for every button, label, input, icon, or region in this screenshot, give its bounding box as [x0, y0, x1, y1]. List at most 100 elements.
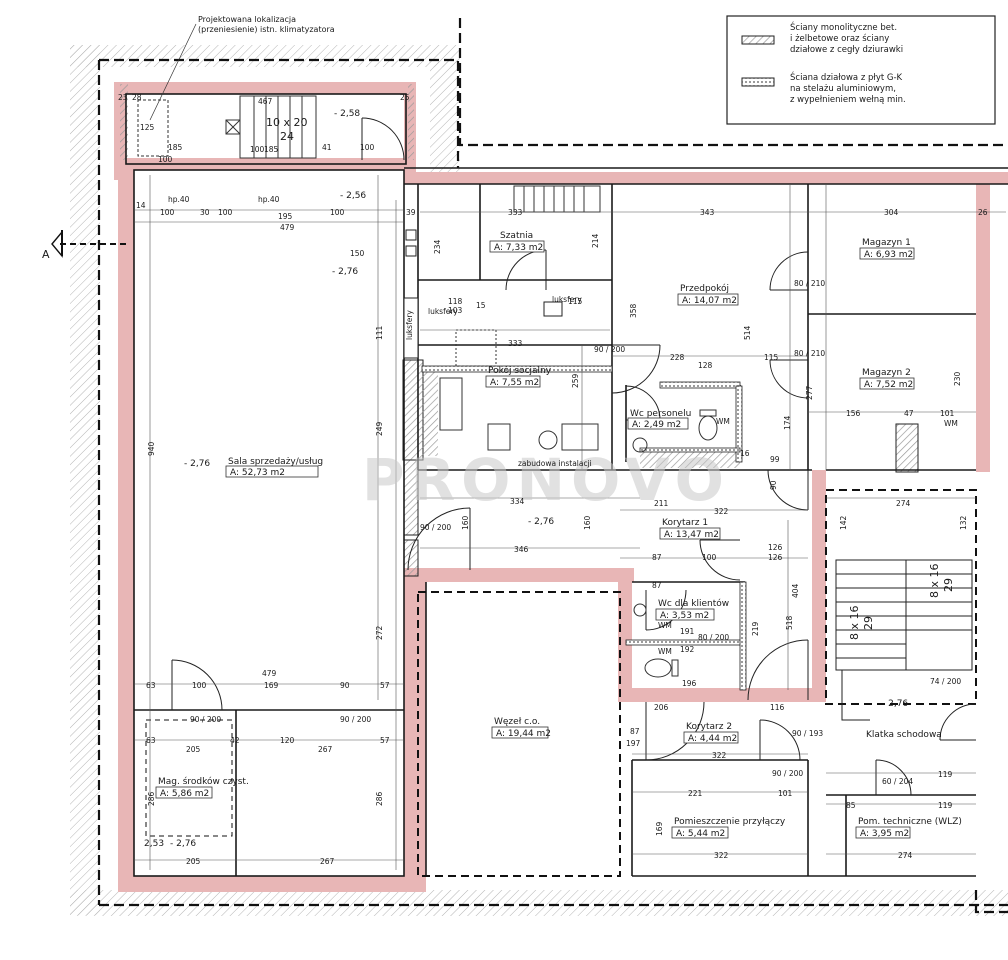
- dim: 119: [938, 770, 953, 779]
- room-area-magazyn1: A: 6,93 m2: [864, 250, 913, 260]
- dim: 100: [160, 208, 175, 217]
- dim: 191: [680, 627, 695, 636]
- dim: 160: [583, 515, 592, 530]
- dim: 219: [751, 621, 760, 636]
- dim: 358: [629, 303, 638, 318]
- dim: 277: [805, 385, 814, 400]
- dim: 160: [461, 515, 470, 530]
- dim: 322: [712, 751, 727, 760]
- level-3: - 2,76: [332, 267, 358, 277]
- label-wm-3: WM: [658, 647, 672, 656]
- dim: 334: [510, 497, 525, 506]
- dim: 128: [698, 361, 713, 370]
- room-name-korytarz2: Korytarz 2: [686, 722, 732, 732]
- dim: 100: [360, 143, 375, 152]
- level-1: - 2,58: [334, 109, 360, 119]
- room-name-magazyn2: Magazyn 2: [862, 368, 911, 378]
- dim: 111: [375, 325, 384, 340]
- dim: 90 / 193: [792, 729, 823, 738]
- label-luksfery-2: luksfery: [552, 295, 582, 304]
- dim: 100: [192, 681, 207, 690]
- dim: 125: [140, 123, 155, 132]
- dim: 23: [118, 93, 128, 102]
- dim: 87: [630, 727, 640, 736]
- room-area-boxes: [155, 240, 915, 839]
- dim: 25: [400, 93, 410, 102]
- legend-line-1: Ściany monolityczne bet.: [790, 21, 897, 33]
- dim: 100: [702, 553, 717, 562]
- dim: 132: [959, 515, 968, 530]
- dim: 195: [278, 212, 293, 221]
- label-wm-4: WM: [944, 419, 958, 428]
- dim: 286: [375, 791, 384, 806]
- note-line-1: Projektowana lokalizacja: [198, 15, 296, 24]
- outer-dashed-contour: [97, 18, 1008, 914]
- dim: 87: [652, 553, 662, 562]
- dim: 116: [770, 703, 785, 712]
- stairs-top-size: 10 x 20: [266, 116, 308, 129]
- dim: 100: [250, 145, 265, 154]
- room-labels: Sala sprzedaży/usług A: 52,73 m2 Szatnia…: [158, 231, 962, 839]
- legend: Ściany monolityczne bet. i żelbetowe ora…: [726, 15, 996, 125]
- dim: 90 / 200: [340, 715, 371, 724]
- dim: 228: [670, 353, 685, 362]
- level-7: 2,53: [144, 839, 164, 849]
- level-8: - 2,76: [170, 839, 196, 849]
- room-area-magsrod: A: 5,86 m2: [160, 789, 209, 799]
- section-marker: A: [42, 230, 130, 261]
- dim: 259: [571, 373, 580, 388]
- dim: 206: [654, 703, 669, 712]
- legend-line-2: i żelbetowe oraz ściany: [790, 33, 889, 44]
- dim: 205: [186, 745, 201, 754]
- dim: 115: [568, 297, 583, 306]
- dim: 90 / 200: [420, 523, 451, 532]
- room-area-wezel: A: 19,44 m2: [496, 729, 551, 739]
- label-wm-1: WM: [716, 417, 730, 426]
- stairs-top-count: 24: [280, 130, 294, 143]
- dim: 192: [680, 645, 695, 654]
- legend-line-6: z wypełnieniem wełną min.: [790, 95, 906, 105]
- dim: 85: [846, 801, 856, 810]
- dim: 100: [218, 208, 233, 217]
- dim: 196: [682, 679, 697, 688]
- label-luksfery-3: luksfery: [405, 310, 414, 340]
- stairs-top: [137, 95, 317, 159]
- dim: 101: [778, 789, 793, 798]
- dimension-lines: [134, 175, 1006, 870]
- level-5: - 2,76: [528, 517, 554, 527]
- legend-line-3: działowe z cegły dziurawki: [790, 45, 903, 55]
- room-area-sala: A: 52,73 m2: [230, 468, 285, 478]
- dim: 28: [132, 93, 142, 102]
- dim: 274: [898, 851, 913, 860]
- dim: 60 / 204: [882, 777, 913, 786]
- label-wm-2: WM: [658, 621, 672, 630]
- dim: 80 / 210: [794, 279, 825, 288]
- dim: 346: [514, 545, 529, 554]
- inner-dashed-contours: [145, 489, 977, 877]
- dim: 343: [700, 208, 715, 217]
- dim: 267: [320, 857, 335, 866]
- top-note: Projektowana lokalizacja (przeniesienie)…: [149, 15, 335, 121]
- dim: 518: [785, 615, 794, 630]
- room-area-szatnia: A: 7,33 m2: [494, 243, 543, 253]
- room-name-przedpokoj: Przedpokój: [680, 283, 729, 294]
- dim: 100: [330, 208, 345, 217]
- dim: 142: [839, 515, 848, 530]
- dim: 30: [200, 208, 210, 217]
- stairs-right2-count: 29: [862, 616, 875, 630]
- stairs-right2-size: 8 x 16: [848, 606, 861, 641]
- dim: 156: [846, 409, 861, 418]
- dim: 57: [380, 681, 390, 690]
- dim: 272: [375, 625, 384, 640]
- fixtures: [439, 329, 718, 678]
- dim: 185: [168, 143, 183, 152]
- dim: 404: [791, 583, 800, 598]
- dim: 479: [262, 669, 277, 678]
- label-hp-1: hp.40: [168, 195, 190, 204]
- stairs-right-count: 29: [942, 578, 955, 592]
- dim: 249: [375, 421, 384, 436]
- legend-line-5: na stelażu aluminiowym,: [790, 84, 896, 94]
- dimension-numbers: 195 479 100 30 100 100 150 14 39 333 343…: [118, 93, 988, 866]
- dim: 174: [783, 415, 792, 430]
